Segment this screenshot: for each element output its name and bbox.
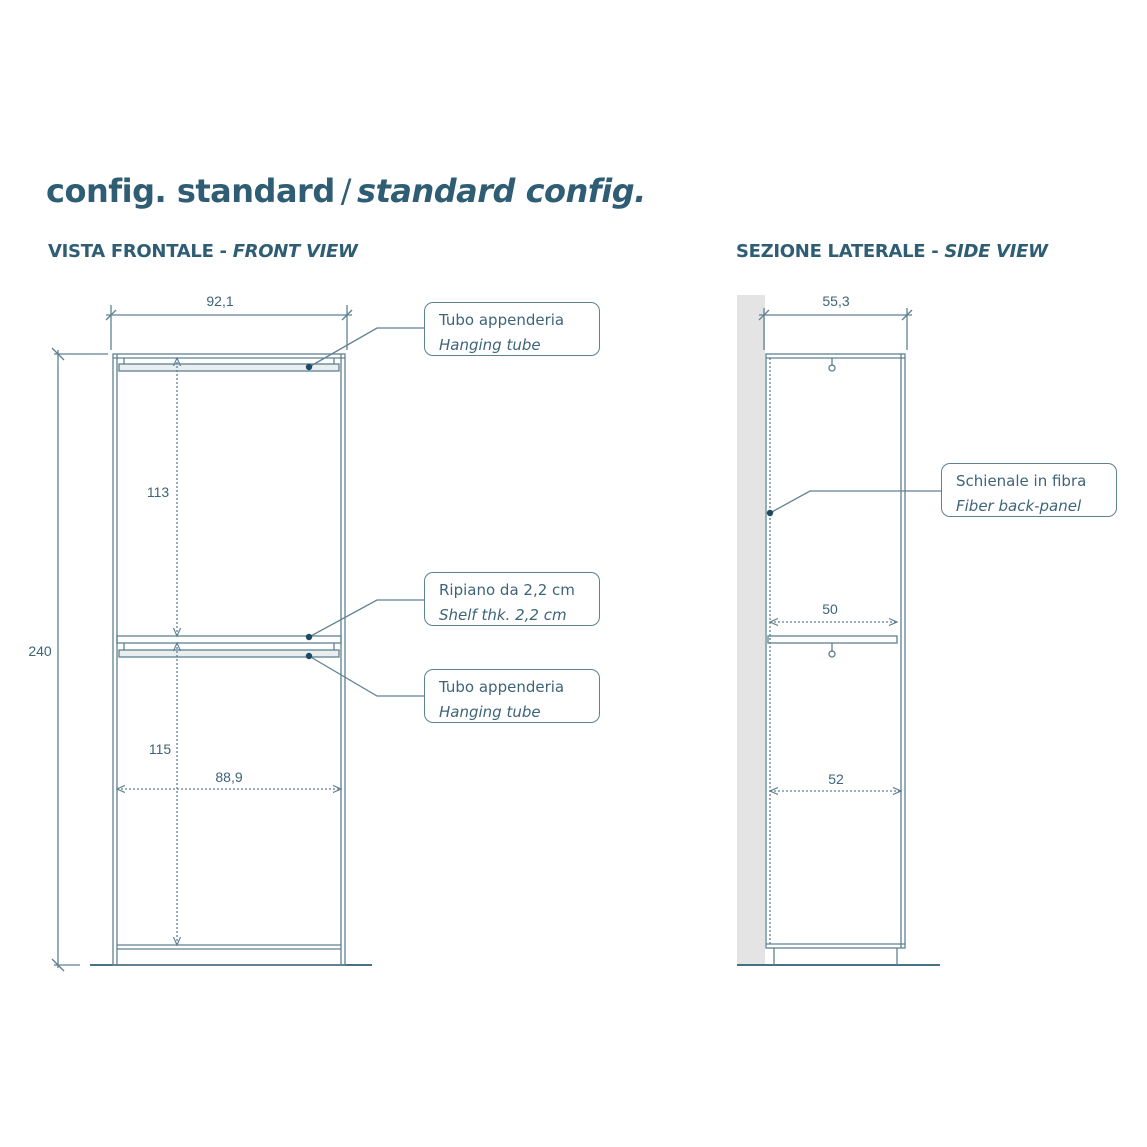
side-view-heading-en: SIDE VIEW bbox=[944, 241, 1048, 262]
front-shelf bbox=[116, 635, 342, 644]
front-height-tick-bottom bbox=[51, 958, 65, 972]
side-cabinet-frame bbox=[765, 353, 906, 949]
front-view-heading: VISTA FRONTALE - FRONT VIEW bbox=[48, 241, 358, 262]
side-view-drawing bbox=[737, 295, 942, 966]
callout-dot-back-panel bbox=[766, 509, 774, 517]
side-depth-tick-right bbox=[901, 309, 913, 321]
side-wall bbox=[737, 295, 765, 965]
callout-shelf-it: Ripiano da 2,2 cm bbox=[439, 581, 575, 599]
front-view-heading-it: VISTA FRONTALE bbox=[48, 241, 214, 262]
side-shelf-depth-label: 50 bbox=[822, 601, 838, 617]
side-outer-depth-label: 55,3 bbox=[822, 293, 849, 309]
front-lower-height-label: 115 bbox=[149, 741, 172, 757]
front-inner-width-label: 88,9 bbox=[215, 769, 242, 785]
front-height-tick-top bbox=[51, 347, 65, 361]
side-view-heading: SEZIONE LATERALE - SIDE VIEW bbox=[736, 241, 1048, 262]
callout-upper-hanging-tube: Tubo appenderia Hanging tube bbox=[424, 302, 600, 356]
side-view-heading-it: SEZIONE LATERALE bbox=[736, 241, 926, 262]
title-separator: / bbox=[340, 172, 352, 210]
page-title: config. standard/standard config. bbox=[46, 172, 646, 210]
side-inner-depth-label: 52 bbox=[828, 771, 844, 787]
front-lower-hanging-tube bbox=[118, 649, 340, 658]
title-main: config. standard bbox=[46, 172, 335, 210]
side-lower-tube bbox=[828, 650, 836, 658]
side-depth-tick-left bbox=[758, 309, 770, 321]
side-view-heading-dash: - bbox=[931, 241, 939, 262]
title-italic: standard config. bbox=[357, 172, 646, 210]
leader-lower-tube bbox=[308, 655, 424, 697]
front-view-heading-en: FRONT VIEW bbox=[232, 241, 358, 262]
front-width-tick-left bbox=[105, 309, 117, 321]
leader-upper-tube bbox=[308, 327, 424, 368]
front-view-heading-dash: - bbox=[219, 241, 227, 262]
callout-lower-hanging-tube-it: Tubo appenderia bbox=[439, 678, 565, 696]
front-upper-hanging-tube bbox=[118, 363, 340, 372]
callout-upper-hanging-tube-en: Hanging tube bbox=[439, 336, 541, 354]
front-outer-width-label: 92,1 bbox=[206, 293, 233, 309]
callout-shelf: Ripiano da 2,2 cm Shelf thk. 2,2 cm bbox=[424, 572, 600, 626]
front-upper-height-label: 113 bbox=[147, 484, 170, 500]
front-total-height-label: 240 bbox=[28, 643, 52, 659]
front-width-tick-right bbox=[341, 309, 353, 321]
callout-back-panel-en: Fiber back-panel bbox=[956, 497, 1082, 515]
callout-dot-shelf bbox=[305, 633, 313, 641]
callout-dot-lower-tube bbox=[305, 652, 313, 660]
callout-lower-hanging-tube: Tubo appenderia Hanging tube bbox=[424, 669, 600, 723]
front-callout-dots bbox=[305, 363, 313, 660]
callout-dot-upper-tube bbox=[305, 363, 313, 371]
leader-shelf bbox=[308, 599, 424, 638]
leader-back-panel bbox=[769, 490, 942, 514]
callout-back-panel-it: Schienale in fibra bbox=[956, 472, 1087, 490]
callout-upper-hanging-tube-it: Tubo appenderia bbox=[439, 311, 565, 329]
side-shelf bbox=[767, 635, 898, 644]
side-upper-tube bbox=[828, 364, 836, 372]
callout-shelf-en: Shelf thk. 2,2 cm bbox=[439, 606, 567, 624]
callout-lower-hanging-tube-en: Hanging tube bbox=[439, 703, 541, 721]
front-view-drawing bbox=[51, 305, 424, 972]
callout-back-panel: Schienale in fibra Fiber back-panel bbox=[941, 463, 1117, 517]
front-cabinet-frame bbox=[112, 353, 346, 966]
